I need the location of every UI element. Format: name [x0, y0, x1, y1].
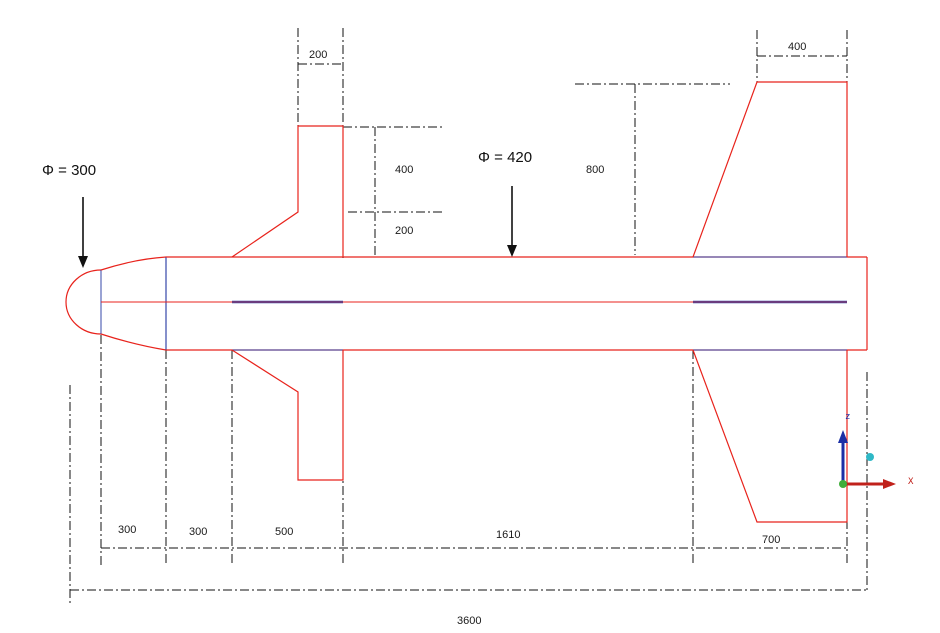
- origin-marker: [839, 480, 847, 488]
- transition-length-label: 300: [189, 526, 207, 538]
- front-fin-base-label: 200: [395, 225, 413, 237]
- nose-length-label: 300: [118, 524, 136, 536]
- tail-length-label: 700: [762, 534, 780, 546]
- tail-fins: [692, 81, 848, 523]
- front-fin-length-label: 500: [275, 526, 293, 538]
- tail-fin-height-label: 800: [586, 164, 604, 176]
- rocket-body: [65, 256, 868, 351]
- nose-diameter-label: Φ = 300: [42, 162, 96, 179]
- mid-length-label: 1610: [496, 529, 520, 541]
- nose-diameter-arrow: [78, 197, 88, 268]
- body-diameter-label: Φ = 420: [478, 149, 532, 166]
- axis-triad: z X: [838, 412, 914, 489]
- y-axis-marker: [866, 453, 874, 461]
- total-length-label: 3600: [457, 615, 481, 627]
- front-fins: [231, 125, 344, 481]
- front-fin-span-label: 200: [309, 49, 327, 61]
- z-axis-label: z: [845, 412, 850, 422]
- tail-fin-tip-label: 400: [788, 41, 806, 53]
- x-axis-label: X: [908, 477, 914, 487]
- dimension-lines: [69, 28, 868, 603]
- body-diameter-arrow: [507, 186, 517, 257]
- front-fin-height-label: 400: [395, 164, 413, 176]
